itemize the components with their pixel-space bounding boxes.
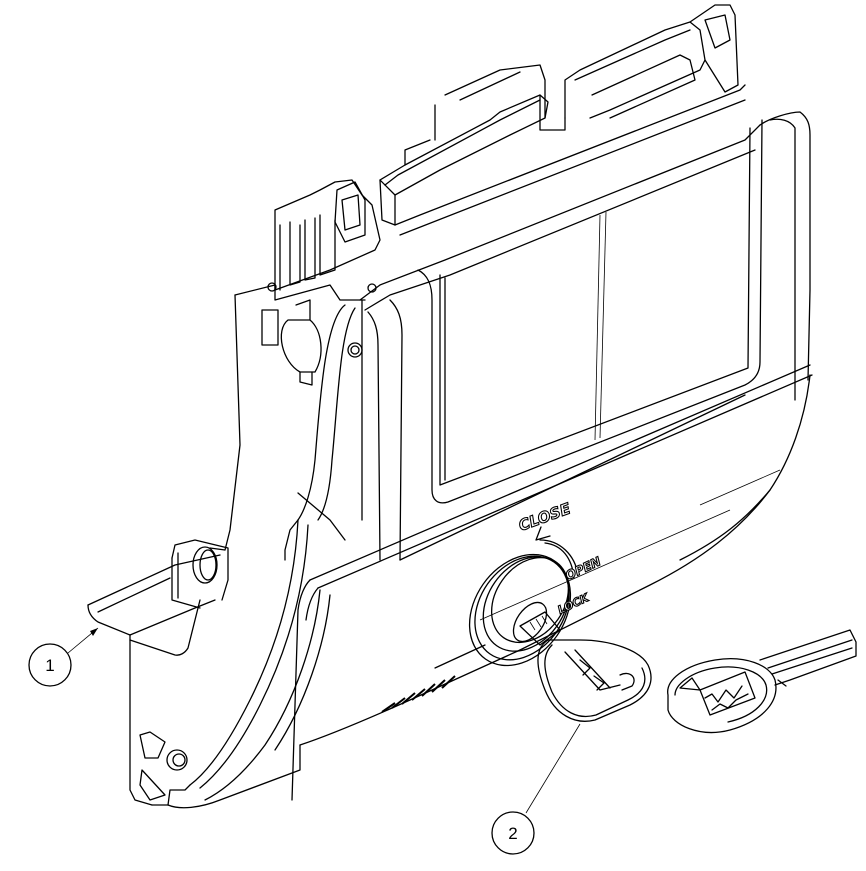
spare-key (667, 629, 857, 734)
left-spine (167, 519, 331, 809)
housing-plate (209, 284, 366, 561)
callout-1: 1 (28, 627, 99, 687)
callout-1-number: 1 (45, 656, 54, 675)
left-tower-bracket (267, 179, 381, 358)
callout-2-number: 2 (508, 824, 517, 843)
lower-flange-bracket (87, 539, 229, 806)
inserted-key (519, 611, 652, 722)
door-panel (291, 111, 813, 801)
top-clips (379, 4, 746, 236)
engraving-open: OPEN (563, 554, 603, 582)
engraving-close: CLOSE (516, 499, 573, 535)
engraving-lock: LOCK (556, 591, 592, 617)
callout-2: 2 (491, 723, 581, 855)
close-arrow-icon (535, 526, 551, 541)
